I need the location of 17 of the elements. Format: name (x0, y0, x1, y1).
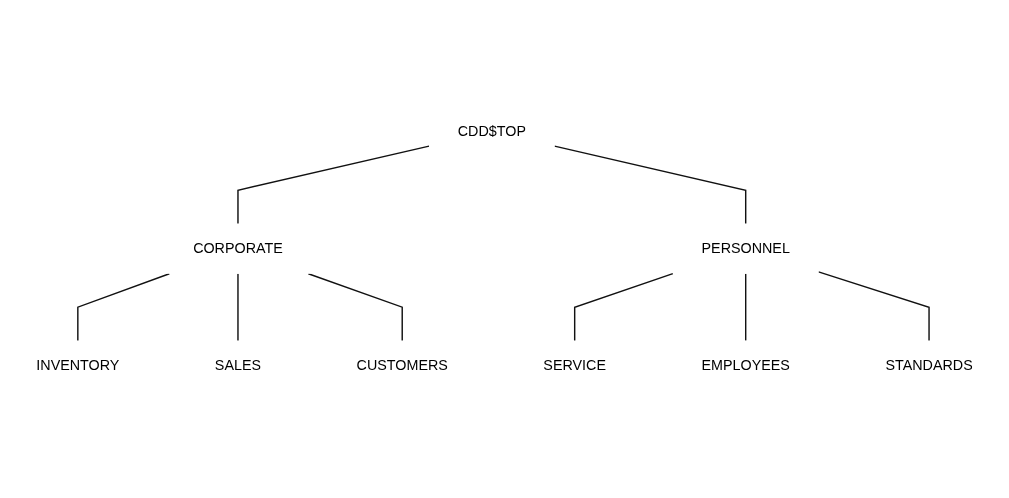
node-text: SALES (214, 357, 262, 374)
connector (817, 271, 930, 342)
connector (553, 145, 747, 225)
connector (237, 145, 430, 225)
connector (745, 273, 747, 342)
node-text: EMPLOYEES (701, 357, 790, 374)
node-text: SERVICE (543, 357, 606, 374)
connector (77, 273, 171, 342)
connector (573, 273, 674, 342)
connector (237, 273, 239, 342)
node-text: CORPORATE (193, 240, 283, 257)
connector (307, 273, 403, 342)
node-text: CUSTOMERS (356, 357, 448, 374)
node-text: STANDARDS (885, 357, 973, 374)
node-text: INVENTORY (36, 357, 120, 374)
node-text: PERSONNEL (701, 240, 790, 257)
node-text: CDD$TOP (457, 123, 526, 140)
